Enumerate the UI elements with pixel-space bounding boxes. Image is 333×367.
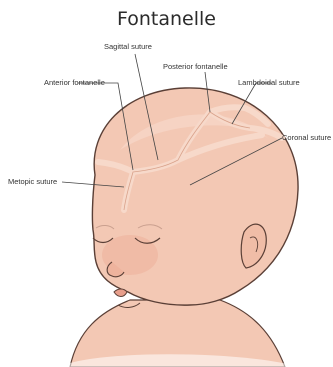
leader-sagittal xyxy=(135,54,158,160)
leader-anterior xyxy=(78,83,133,170)
leader-coronal xyxy=(190,138,282,185)
label-anterior-fontanelle: Anterior fontanelle xyxy=(44,79,105,87)
leader-metopic xyxy=(62,182,124,187)
label-coronal-suture: Coronal suture xyxy=(282,134,331,142)
label-posterior-fontanelle: Posterior fontanelle xyxy=(163,63,228,71)
label-metopic-suture: Metopic suture xyxy=(8,178,57,186)
label-lambdoidal-suture: Lambdoidal suture xyxy=(238,79,300,87)
label-sagittal-suture: Sagittal suture xyxy=(104,43,152,51)
leader-posterior xyxy=(205,72,210,112)
leader-lambdoidal xyxy=(232,83,272,124)
